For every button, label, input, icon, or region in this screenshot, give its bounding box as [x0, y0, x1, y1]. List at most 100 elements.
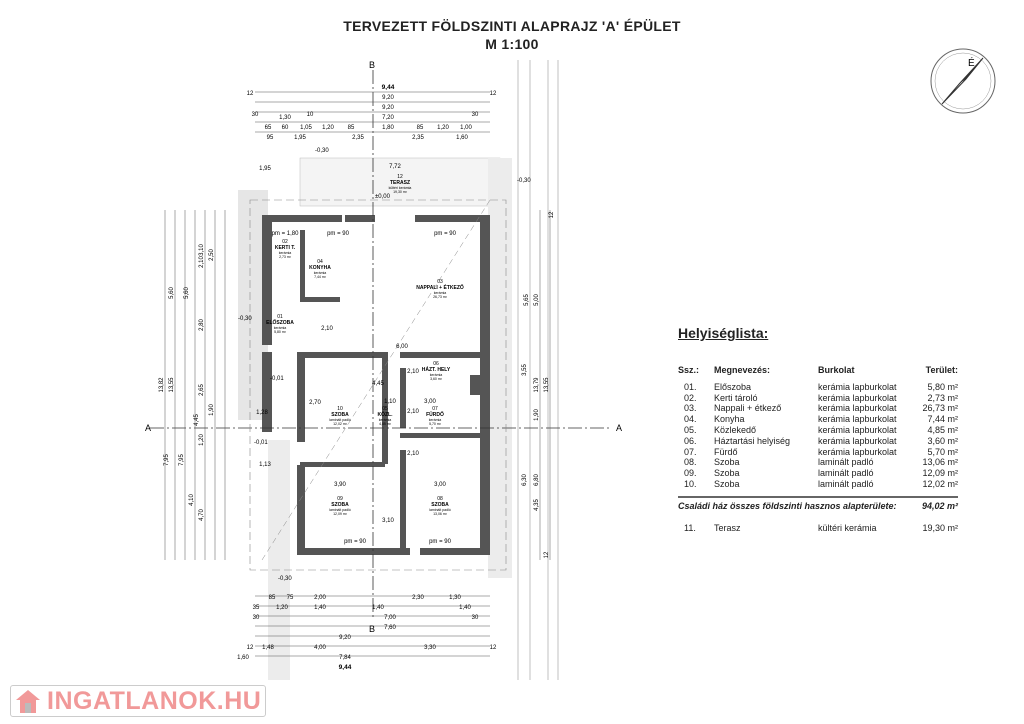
house-icon	[16, 690, 40, 713]
dimension-label: 9,44	[339, 664, 352, 671]
dimension-label: 2,10	[407, 409, 419, 415]
room-area: 12,02 m²	[333, 422, 348, 426]
cell-num: 05.	[684, 424, 697, 435]
room-area: 26,73 m²	[433, 295, 448, 299]
cell-area: 19,30 m²	[922, 522, 958, 533]
dimension-label: 2,00	[314, 595, 326, 601]
room-floor: kerámia	[274, 326, 287, 330]
cell-area: 12,02 m²	[922, 478, 958, 489]
dimension-label: 1,05	[300, 125, 312, 131]
room-num: 01	[277, 314, 283, 320]
cell-area: 3,60 m²	[927, 435, 958, 446]
wall	[400, 450, 406, 550]
room-num: 07	[432, 406, 438, 412]
cell-name: Konyha	[714, 414, 745, 425]
dimension-label: 1,20	[437, 125, 449, 131]
dimension-label: 1,20	[322, 125, 334, 131]
room-list-header: Ssz.: Megnevezés: Burkolat Terület:	[678, 365, 958, 376]
room-area: 4,85 m²	[379, 422, 392, 426]
dimension-label: 1,20	[199, 434, 205, 446]
cell-area: 26,73 m²	[922, 403, 958, 414]
dimension-label: 3,00	[434, 482, 446, 488]
cell-area: 4,85 m²	[927, 424, 958, 435]
cell-area: 7,44 m²	[927, 414, 958, 425]
room-name: FÜRDŐ	[426, 411, 444, 418]
cell-num: 06.	[684, 435, 697, 446]
cell-name: Szoba	[714, 457, 740, 468]
room-name: SZOBA	[431, 502, 449, 508]
watermark-logo: INGATLANOK.HU	[10, 685, 267, 717]
room-list-heading: Helyiséglista:	[678, 325, 769, 341]
dimension-label: 2,80	[199, 319, 205, 331]
dimension-label: 3,30	[424, 645, 436, 651]
room-floor: kerámia	[314, 271, 327, 275]
dimension-label: 4,10	[189, 494, 195, 506]
cell-floor: kerámia lapburkolat	[818, 435, 897, 446]
cell-num: 08.	[684, 457, 697, 468]
dimension-label: 1,48	[262, 645, 274, 651]
dimension-label: 7,72	[389, 164, 401, 170]
dimension-label: pm = 1,80	[272, 231, 300, 237]
dimension-label: 1,00	[460, 125, 472, 131]
dimension-label: 13,55	[544, 377, 550, 393]
level-mark: -0,01	[270, 376, 284, 382]
wall	[400, 368, 406, 428]
dimension-label: 2,10	[199, 256, 205, 268]
dimension-label: 85	[348, 125, 355, 131]
room-name: NAPPALI + ÉTKEZŐ	[416, 283, 464, 291]
cell-name: Nappali + étkező	[714, 403, 782, 414]
level-mark: -0,01	[254, 440, 268, 446]
cell-floor: kerámia lapburkolat	[818, 446, 897, 457]
wall	[262, 215, 272, 345]
dimension-label: 85	[417, 125, 424, 131]
room-floor: kerámia	[379, 418, 392, 422]
cell-area: 13,06 m²	[922, 457, 958, 468]
room-num: 08	[437, 496, 443, 502]
cell-name: Háztartási helyiség	[714, 435, 791, 446]
section-mark-b-bottom: B	[369, 624, 375, 634]
cell-floor: kerámia lapburkolat	[818, 414, 897, 425]
cell-name: Előszoba	[714, 381, 752, 392]
dimension-label: 3,00	[424, 399, 436, 405]
room-floor: kültéri kerámia	[389, 186, 412, 190]
room-floor: laminált padló	[429, 508, 451, 512]
dimension-label: 3,10	[382, 518, 394, 524]
dimension-label: 7,95	[179, 454, 185, 466]
dimension-label: pm = 90	[429, 539, 452, 545]
dimension-label: 1,40	[459, 605, 471, 611]
room-name: SZOBA	[331, 412, 349, 418]
dimension-label: 1,40	[372, 605, 384, 611]
cell-num: 02.	[684, 392, 697, 403]
dimension-label: 7,84	[339, 655, 351, 661]
compass-label: É	[968, 56, 975, 69]
dimension-label: 30	[472, 615, 479, 621]
room-name: KÖZL.	[378, 411, 394, 418]
dimension-label: 2,50	[209, 249, 215, 261]
dimension-label: 2,10	[407, 451, 419, 457]
dimension-label: 1,95	[259, 166, 271, 172]
dimension-label: 1,60	[237, 655, 249, 661]
dimension-label: 2,70	[309, 400, 321, 406]
north-arrow-icon: É	[930, 48, 996, 114]
cell-name: Fürdő	[714, 446, 738, 457]
cell-floor: kerámia lapburkolat	[818, 392, 897, 403]
watermark-text: INGATLANOK.HU	[47, 686, 262, 715]
section-mark-b-top: B	[369, 60, 375, 70]
dimension-label: 10	[307, 112, 314, 118]
dimension-label: 9,20	[339, 635, 351, 641]
dimension-label: 30	[253, 615, 260, 621]
room-num: 06	[433, 361, 439, 367]
section-mark-a-left: A	[145, 423, 151, 433]
